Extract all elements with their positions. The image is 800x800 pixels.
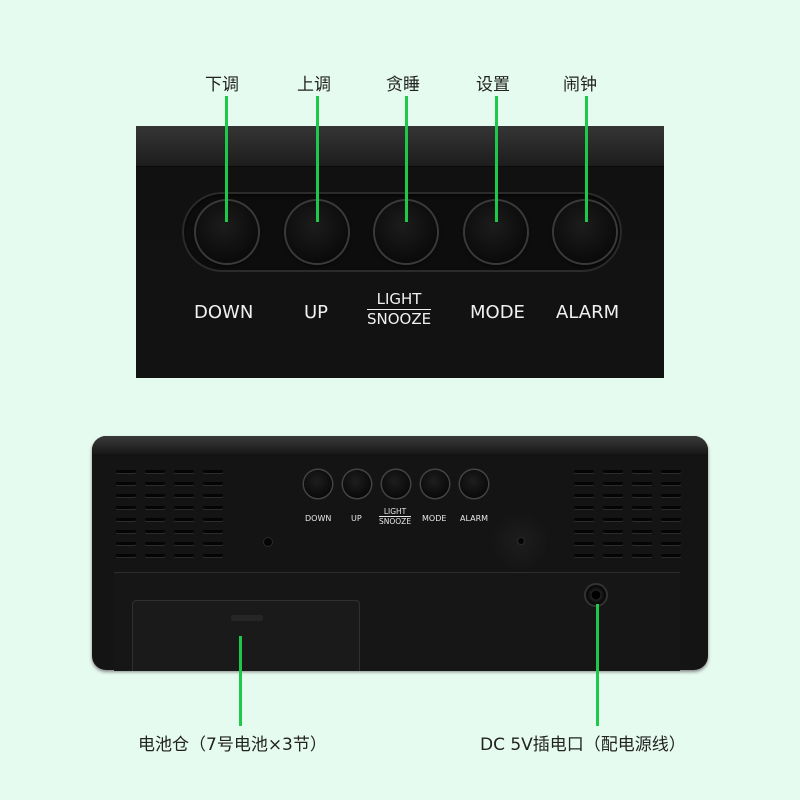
back-light-snooze-label: LIGHT SNOOZE [379, 507, 412, 526]
callout-line-mode [495, 96, 498, 222]
screw-hole [518, 538, 524, 544]
light-snooze-label: LIGHT SNOOZE [367, 290, 432, 329]
snooze-label: SNOOZE [367, 310, 432, 328]
callout-label-battery: 电池仓（7号电池×3节） [138, 735, 327, 755]
back-down-button[interactable] [304, 470, 332, 498]
down-button-label: DOWN [194, 302, 254, 323]
callout-label-snooze: 贪睡 [386, 75, 420, 95]
speaker-grille-right [574, 466, 681, 562]
up-button-label: UP [304, 302, 329, 323]
back-alarm-button[interactable] [460, 470, 488, 498]
callout-line-battery [239, 636, 242, 726]
back-alarm-label: ALARM [460, 514, 489, 523]
alarm-button-label: ALARM [556, 302, 620, 323]
battery-cover-mark [231, 615, 263, 621]
back-down-label: DOWN [305, 514, 332, 523]
back-up-label: UP [351, 514, 362, 523]
back-up-button[interactable] [343, 470, 371, 498]
callout-label-down: 下调 [205, 75, 239, 95]
panel-bezel [136, 126, 664, 167]
callout-line-down [225, 96, 228, 222]
callout-line-up [316, 96, 319, 222]
battery-cover[interactable] [132, 600, 360, 671]
callout-label-dc: DC 5V插电口（配电源线） [480, 735, 686, 755]
callout-label-up: 上调 [297, 75, 331, 95]
clock-back-view: DOWN UP LIGHT SNOOZE MODE ALARM [92, 436, 708, 671]
mode-button-label: MODE [470, 302, 525, 323]
back-light-label: LIGHT [379, 507, 412, 517]
light-label: LIGHT [367, 290, 432, 310]
reset-pinhole[interactable] [264, 538, 272, 546]
back-snooze-label: SNOOZE [379, 517, 412, 526]
callout-line-snooze [405, 96, 408, 222]
back-mode-label: MODE [422, 514, 447, 523]
callout-label-mode: 设置 [476, 75, 510, 95]
speaker-grille-left [116, 466, 223, 562]
callout-label-alarm: 闹钟 [563, 75, 597, 95]
callout-line-dc [596, 604, 599, 726]
back-light-snooze-button[interactable] [382, 470, 410, 498]
button-panel-closeup: DOWN UP LIGHT SNOOZE MODE ALARM [136, 126, 664, 378]
dc-jack-port[interactable] [586, 585, 606, 605]
back-top-edge [92, 436, 708, 454]
back-mode-button[interactable] [421, 470, 449, 498]
callout-line-alarm [585, 96, 588, 222]
